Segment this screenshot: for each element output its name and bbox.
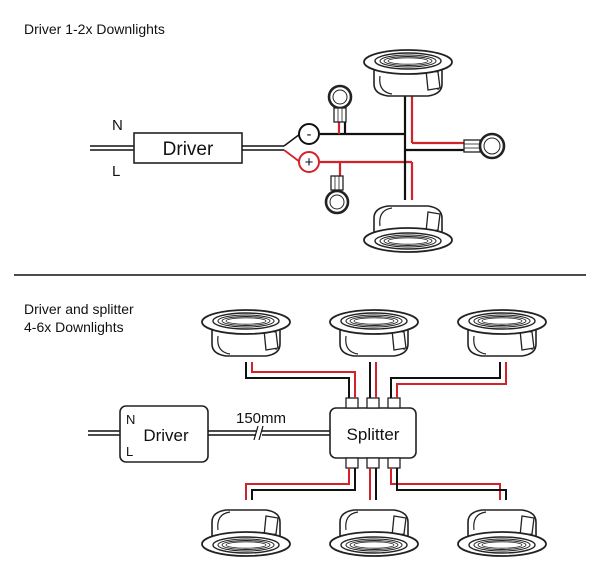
- bottom-n-label: N: [126, 412, 135, 427]
- bottom-downlight-bottom-left: [201, 509, 291, 557]
- bottom-output-lead: [208, 425, 330, 441]
- bottom-downlight-top-left: [201, 309, 291, 357]
- positive-marker: [298, 151, 320, 173]
- top-section-title: Driver 1-2x Downlights: [24, 21, 165, 37]
- bottom-l-label: L: [126, 444, 133, 459]
- bottom-driver-label: Driver: [143, 426, 189, 445]
- top-upper-spare-connector: [327, 84, 353, 123]
- top-downlight-upper: [363, 49, 453, 97]
- top-positive-wiring: [320, 96, 466, 200]
- bottom-downlight-bottom-right: [457, 509, 547, 557]
- splitter-label: Splitter: [347, 425, 400, 444]
- bottom-upper-wiring: [245, 362, 507, 398]
- top-n-label: N: [112, 117, 123, 134]
- top-downlight-lower: [363, 205, 453, 253]
- top-right-spare-connector: [463, 132, 506, 160]
- top-mains-wires: [90, 145, 134, 151]
- top-lower-spare-connector: [324, 175, 350, 215]
- bottom-driver-box: [119, 405, 209, 463]
- bottom-section-title-line1: Driver and splitter: [24, 301, 134, 317]
- cable-length-label: 150mm: [236, 410, 286, 427]
- bottom-downlight-top-right: [457, 309, 547, 357]
- negative-marker: [298, 123, 320, 145]
- splitter-ports: [345, 397, 401, 469]
- bottom-downlight-top-center: [329, 309, 419, 357]
- top-driver-box: [133, 132, 243, 164]
- top-driver-label: Driver: [163, 139, 214, 160]
- top-driver-output-wires: [242, 133, 301, 163]
- negative-marker-label: -: [307, 126, 312, 143]
- bottom-lower-wiring: [245, 468, 507, 500]
- bottom-downlight-bottom-center: [329, 509, 419, 557]
- bottom-section-title-line2: 4-6x Downlights: [24, 319, 124, 335]
- bottom-mains-wires: [88, 430, 120, 436]
- top-l-label: L: [112, 163, 120, 180]
- positive-marker-label: +: [305, 154, 314, 171]
